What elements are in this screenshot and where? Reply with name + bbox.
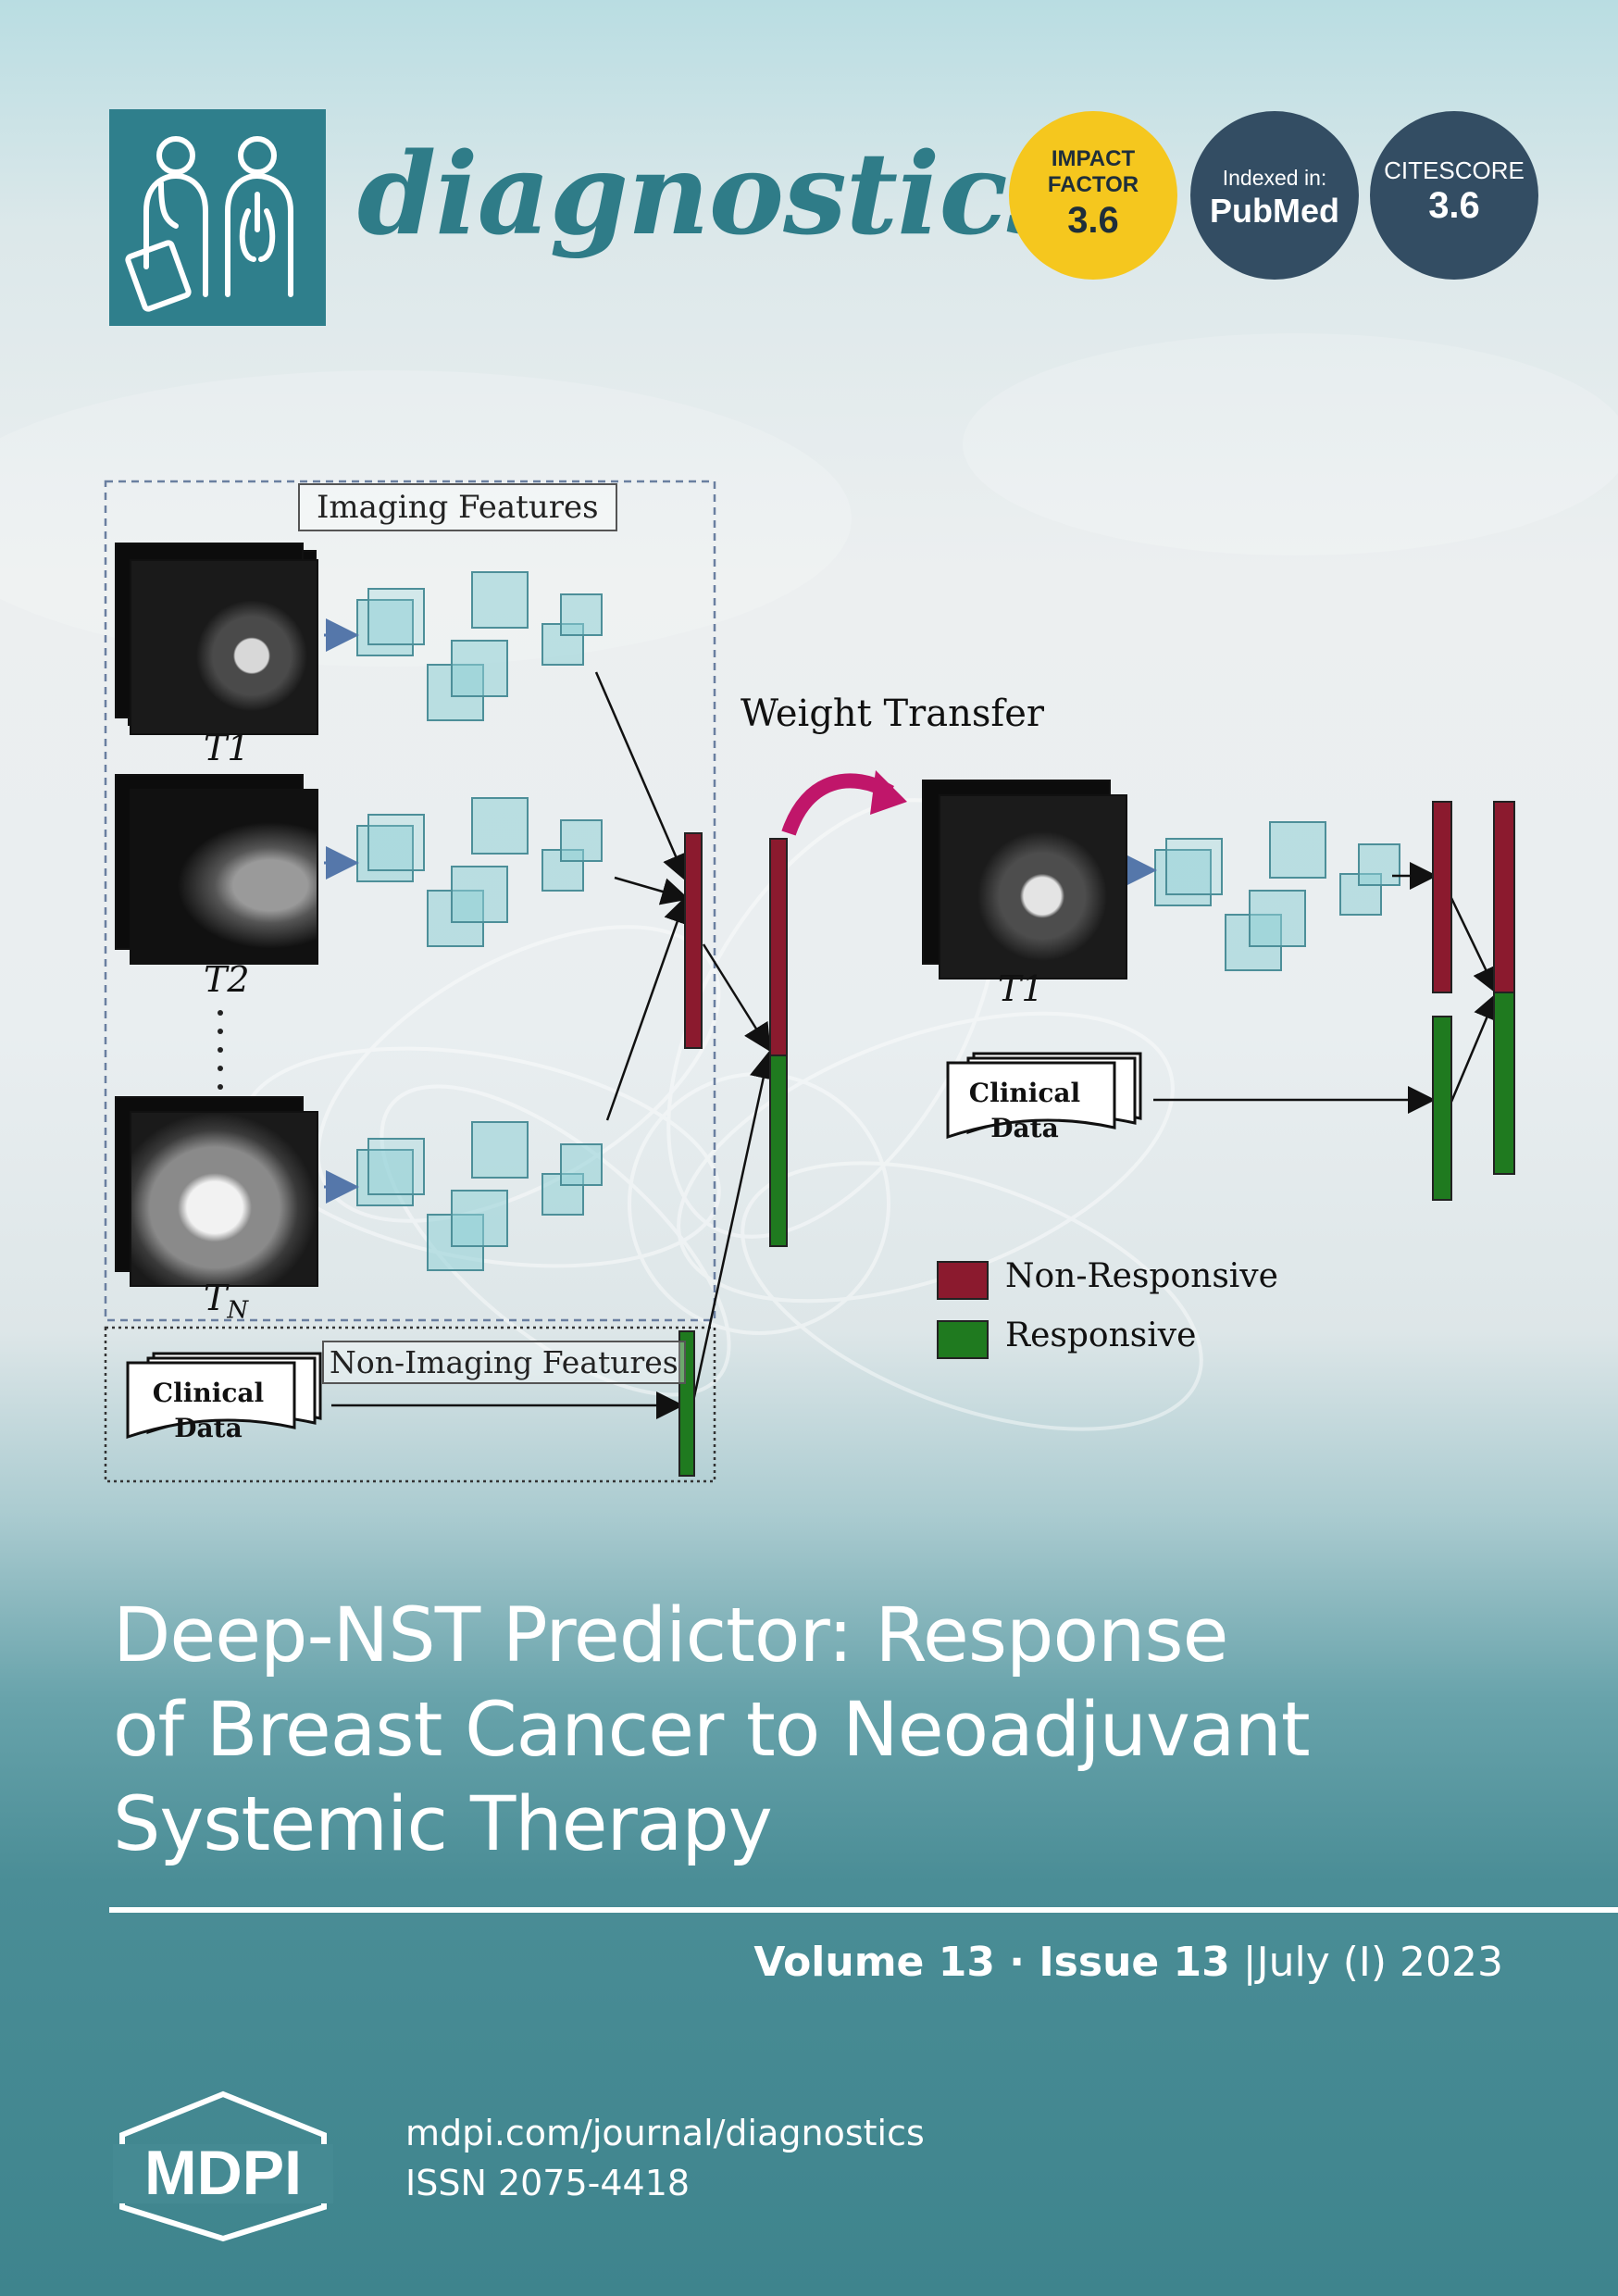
title-line-3: Systemic Therapy (113, 1781, 773, 1868)
citescore-value: 3.6 (1428, 185, 1480, 226)
clinical-line1: Clinical (152, 1378, 265, 1408)
legend-label-responsive: Responsive (1005, 1316, 1197, 1354)
mri-image-tn (130, 1111, 318, 1287)
journal-name: diagnostics (357, 127, 1070, 260)
indexed-value: PubMed (1210, 192, 1339, 230)
divider-rule (109, 1907, 1618, 1913)
t1-right-label: T1 (998, 968, 1044, 1009)
issue-info: Volume 13 · Issue 13 |July (I) 2023 (753, 1939, 1503, 1986)
issue-separator: · (994, 1939, 1039, 1986)
mri-image-t1 (130, 559, 318, 735)
clinical-data-left: Clinical Data (139, 1376, 278, 1446)
mdpi-logo: MDPI (109, 2089, 337, 2242)
impact-value: 3.6 (1067, 200, 1119, 241)
clinical-line2: Data (174, 1413, 243, 1443)
impact-line2: FACTOR (1047, 172, 1139, 197)
mri-image-t1-right (939, 794, 1127, 980)
impact-line1: IMPACT (1051, 146, 1136, 171)
figure-diagram-lines (104, 480, 1515, 1483)
citescore-label: CITESCORE (1384, 156, 1525, 184)
pubmed-badge: Indexed in: PubMed (1190, 111, 1359, 280)
clinical-line2: Data (990, 1113, 1059, 1143)
impact-factor-badge: IMPACT FACTOR 3.6 (1009, 111, 1177, 280)
legend-swatch-responsive (937, 1320, 989, 1359)
title-line-2: of Breast Cancer to Neoadjuvant (113, 1687, 1311, 1774)
citescore-badge: CITESCORE 3.6 (1370, 111, 1538, 280)
clinical-data-right: Clinical Data (955, 1076, 1094, 1146)
issn-number: ISSN 2075-4418 (405, 2163, 691, 2203)
clinical-line1: Clinical (968, 1078, 1081, 1108)
mri-image-t2 (130, 789, 318, 965)
title-line-1: Deep-NST Predictor: Response (113, 1592, 1228, 1679)
non-imaging-features-label: Non-Imaging Features (322, 1341, 686, 1384)
issue-divider: | (1242, 1939, 1257, 1986)
indexed-label: Indexed in: (1222, 166, 1327, 190)
legend-label-nonresponsive: Non-Responsive (1005, 1257, 1278, 1295)
legend-swatch-nonresponsive (937, 1261, 989, 1300)
issue-number: Issue 13 (1039, 1939, 1230, 1986)
mdpi-hexagon-icon: MDPI (113, 2090, 333, 2242)
journal-url[interactable]: mdpi.com/journal/diagnostics (405, 2113, 925, 2153)
article-title: Deep-NST Predictor: Response of Breast C… (113, 1589, 1501, 1872)
cover-figure: Imaging Features Non-Imaging Features We… (0, 463, 1618, 1509)
doctor-patient-icon (125, 136, 293, 312)
tn-subscript: N (227, 1296, 249, 1325)
volume-number: Volume 13 (753, 1939, 995, 1986)
imaging-features-label: Imaging Features (298, 483, 617, 531)
t2-label: T2 (204, 959, 250, 1000)
weight-transfer-label: Weight Transfer (741, 693, 1045, 735)
tn-base: T (204, 1278, 228, 1318)
t1-label: T1 (204, 728, 250, 768)
tn-label: TN (204, 1278, 248, 1325)
issue-date: July (I) 2023 (1256, 1939, 1503, 1986)
journal-logo (109, 109, 326, 326)
mdpi-logo-text: MDPI (144, 2138, 302, 2208)
